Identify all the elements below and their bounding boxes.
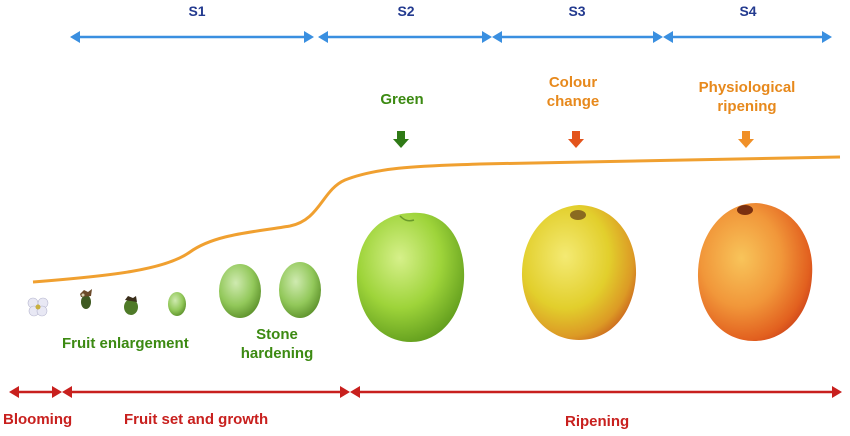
stone-hardening-label-line2: hardening bbox=[240, 344, 314, 362]
stage-s2-label: S2 bbox=[397, 3, 415, 19]
phase-arrows bbox=[9, 386, 842, 398]
stage-s4-label: S4 bbox=[739, 3, 757, 19]
stage-s4-arrow bbox=[663, 31, 832, 43]
colour-change-down-arrow bbox=[568, 131, 584, 148]
colour-change-apricot-icon bbox=[521, 205, 637, 340]
small-fruit-2-icon bbox=[168, 292, 186, 316]
fruit-enlargement-label: Fruit enlargement bbox=[62, 335, 189, 352]
colour-change-label: Colour change bbox=[547, 74, 600, 112]
stone-hardening-label: Stone hardening bbox=[241, 326, 314, 364]
ripening-label: Ripening bbox=[565, 413, 630, 430]
blooming-phase-arrow bbox=[9, 386, 62, 398]
flower-icon bbox=[27, 297, 49, 317]
ripe-apricot-icon bbox=[697, 203, 813, 341]
stone-hardening-label-line1: Stone bbox=[256, 326, 298, 343]
small-fruit-3-icon bbox=[219, 264, 261, 318]
ripening-down-arrow bbox=[738, 131, 754, 148]
small-fruit-1-icon bbox=[124, 296, 138, 315]
green-apricot-icon bbox=[356, 212, 465, 342]
ripening-phase-arrow bbox=[350, 386, 842, 398]
physiological-ripening-label: Physiological ripening bbox=[699, 79, 796, 117]
stage-s3-label: S3 bbox=[568, 3, 586, 19]
stage-s1-arrow bbox=[70, 31, 314, 43]
blooming-label: Blooming bbox=[3, 411, 73, 428]
physiological-ripening-label-line2: ripening bbox=[717, 97, 777, 115]
small-fruit-4-icon bbox=[279, 262, 321, 318]
fruit-set-label: Fruit set and growth bbox=[124, 411, 269, 428]
stage-s3-arrow bbox=[492, 31, 663, 43]
fruit-set-phase-arrow bbox=[62, 386, 350, 398]
green-label: Green bbox=[380, 91, 424, 108]
green-down-arrow bbox=[393, 131, 409, 148]
growth-curve bbox=[32, 155, 841, 284]
stage-s2-arrow bbox=[318, 31, 492, 43]
colour-change-label-line2: change bbox=[546, 92, 600, 110]
colour-change-label-line1: Colour bbox=[548, 74, 598, 91]
stage-arrows bbox=[70, 31, 832, 43]
physiological-ripening-label-line1: Physiological bbox=[698, 79, 796, 96]
fruit-set-bud-icon bbox=[80, 289, 92, 309]
stage-s1-label: S1 bbox=[188, 3, 206, 19]
